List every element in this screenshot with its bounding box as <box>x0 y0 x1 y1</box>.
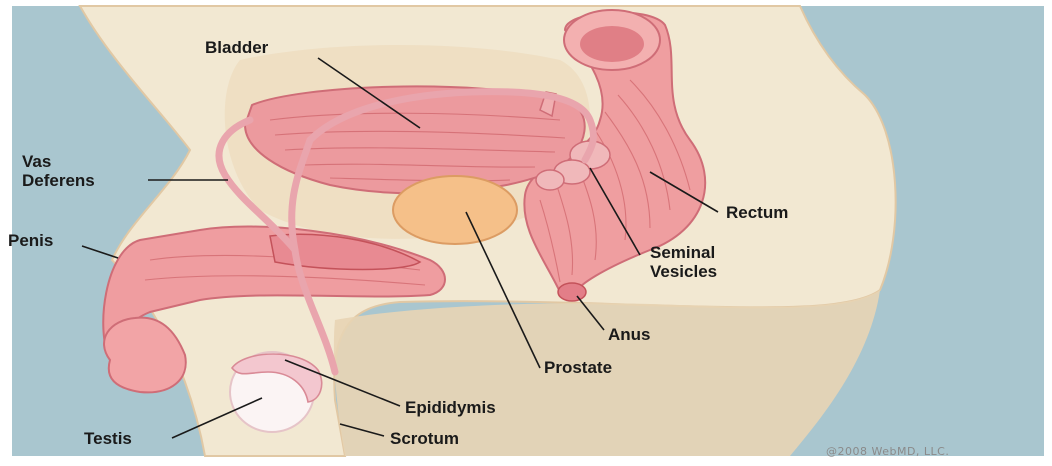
prostate-organ <box>393 176 517 244</box>
epididymis-label: Epididymis <box>405 398 496 417</box>
prostate-label: Prostate <box>544 358 612 377</box>
scrotum-label: Scrotum <box>390 429 459 448</box>
seminal-vesicles-label-line2: Vesicles <box>650 262 717 281</box>
testis-label: Testis <box>84 429 132 448</box>
copyright-text: @2008 WebMD, LLC. <box>826 445 949 458</box>
vas-deferens-label-line1: Vas <box>22 152 51 171</box>
vas-deferens-label-line2: Deferens <box>22 171 95 190</box>
bladder-label: Bladder <box>205 38 269 57</box>
seminal-vesicles-label-line1: Seminal <box>650 243 715 262</box>
penis-label: Penis <box>8 231 53 250</box>
anus-organ <box>558 283 586 301</box>
rectum-label: Rectum <box>726 203 788 222</box>
anus-label: Anus <box>608 325 651 344</box>
